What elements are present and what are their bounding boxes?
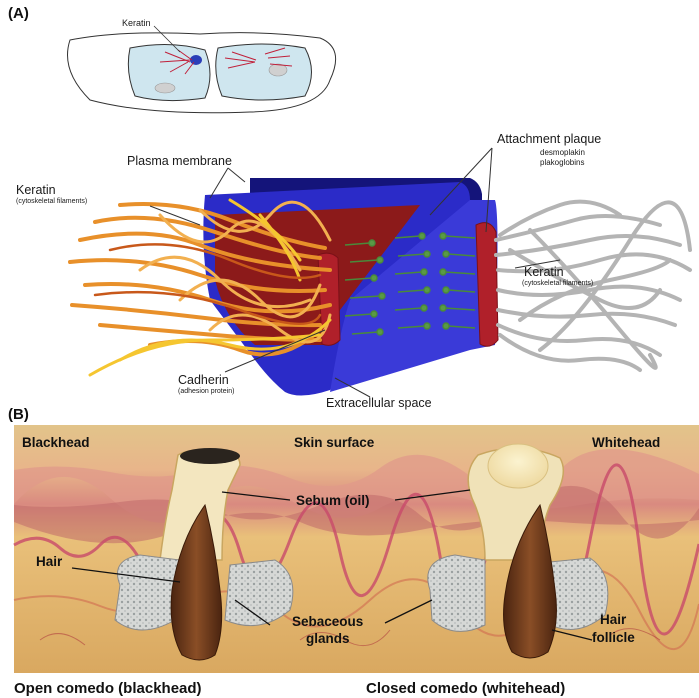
whitehead-sebum <box>488 444 548 488</box>
sebaceous-glands-label-line1: Sebaceous <box>292 614 363 629</box>
desmosome-illustration <box>70 148 690 397</box>
panel-a-label: (A) <box>8 5 29 22</box>
hair-label: Hair <box>36 554 63 569</box>
keratin-right-sublabel: (cytoskeletal filaments) <box>522 280 593 287</box>
whitehead-label: Whitehead <box>592 435 660 450</box>
inset-keratin-label: Keratin <box>122 18 151 28</box>
cadherin-sublabel: (adhesion protein) <box>178 388 234 395</box>
keratin-left-sublabel: (cytoskeletal filaments) <box>16 198 87 205</box>
closed-comedo-caption: Closed comedo (whitehead) <box>366 680 565 697</box>
keratin-left-label: Keratin <box>16 183 56 197</box>
cell-junction-inset: Keratin <box>68 18 336 113</box>
sebum-label: Sebum (oil) <box>296 493 370 508</box>
blackhead-label: Blackhead <box>22 435 90 450</box>
cadherin-label: Cadherin <box>178 373 229 387</box>
desmoplakin-label: desmoplakin <box>540 148 585 157</box>
skin-surface-label: Skin surface <box>294 435 375 450</box>
plakoglobins-label: plakoglobins <box>540 158 584 167</box>
panel-b-label: (B) <box>8 406 29 423</box>
blackhead-plug <box>180 448 240 464</box>
sebaceous-glands-label-line2: glands <box>306 631 350 646</box>
hair-follicle-label-line2: follicle <box>592 630 635 645</box>
hair-follicle-label-line1: Hair <box>600 612 627 627</box>
open-comedo-caption: Open comedo (blackhead) <box>14 680 202 697</box>
keratin-right-label: Keratin <box>524 265 564 279</box>
attachment-plaque-label: Attachment plaque <box>497 132 601 146</box>
extracellular-space-label: Extracellular space <box>326 396 432 410</box>
plasma-membrane-label: Plasma membrane <box>127 154 232 168</box>
